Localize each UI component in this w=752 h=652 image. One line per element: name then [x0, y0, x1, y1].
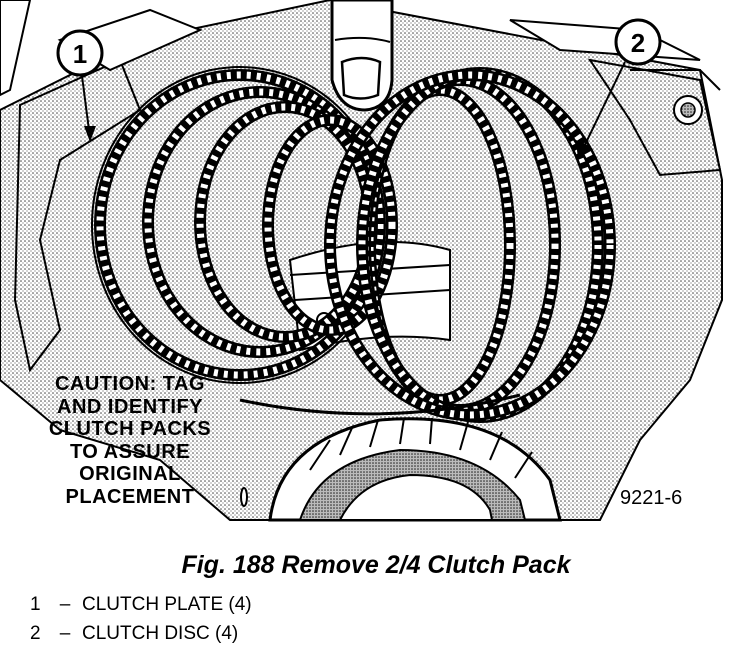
legend-number: 1: [30, 594, 41, 615]
legend-label: CLUTCH DISC (4): [82, 623, 239, 644]
legend-item: 2–CLUTCH DISC (4): [30, 623, 238, 645]
caution-line: CAUTION: TAG: [54, 373, 206, 395]
legend-label: CLUTCH PLATE (4): [82, 594, 252, 615]
caution-line: PLACEMENT: [65, 485, 195, 508]
clutch-pack-illustration: 1 2: [0, 0, 723, 522]
callout-2-circle: [614, 18, 662, 66]
callout-2: 2: [576, 18, 662, 160]
callout-1-circle: [56, 29, 104, 77]
callout-2-leader: [579, 61, 626, 156]
legend-dash: –: [59, 594, 71, 615]
caution-line: CLUTCH PACKS: [48, 418, 212, 440]
clutch-hub: [268, 417, 562, 522]
clutch-disc-ring: [239, 69, 616, 421]
legend-dash: –: [59, 623, 71, 644]
figure-number: 9221-6: [620, 487, 683, 509]
callout-1: 1: [56, 29, 104, 142]
caution-line: ORIGINAL: [79, 463, 181, 485]
caution-line: TO ASSURE: [69, 440, 191, 463]
caution-note: CAUTION: TAG AND IDENTIFY CLUTCH PACKS T…: [30, 373, 230, 508]
callout-1-label: 1: [73, 39, 87, 69]
clutch-plate-ring: [262, 114, 398, 336]
fingers: [330, 0, 394, 112]
legend-item: 1–CLUTCH PLATE (4): [30, 594, 252, 616]
callout-2-label: 2: [631, 28, 645, 58]
clutch-rings: [91, 66, 616, 423]
caution-line: AND IDENTIFY: [57, 395, 203, 418]
figure-caption: Fig. 188 Remove 2/4 Clutch Pack: [181, 551, 571, 579]
legend-number: 2: [30, 623, 41, 644]
